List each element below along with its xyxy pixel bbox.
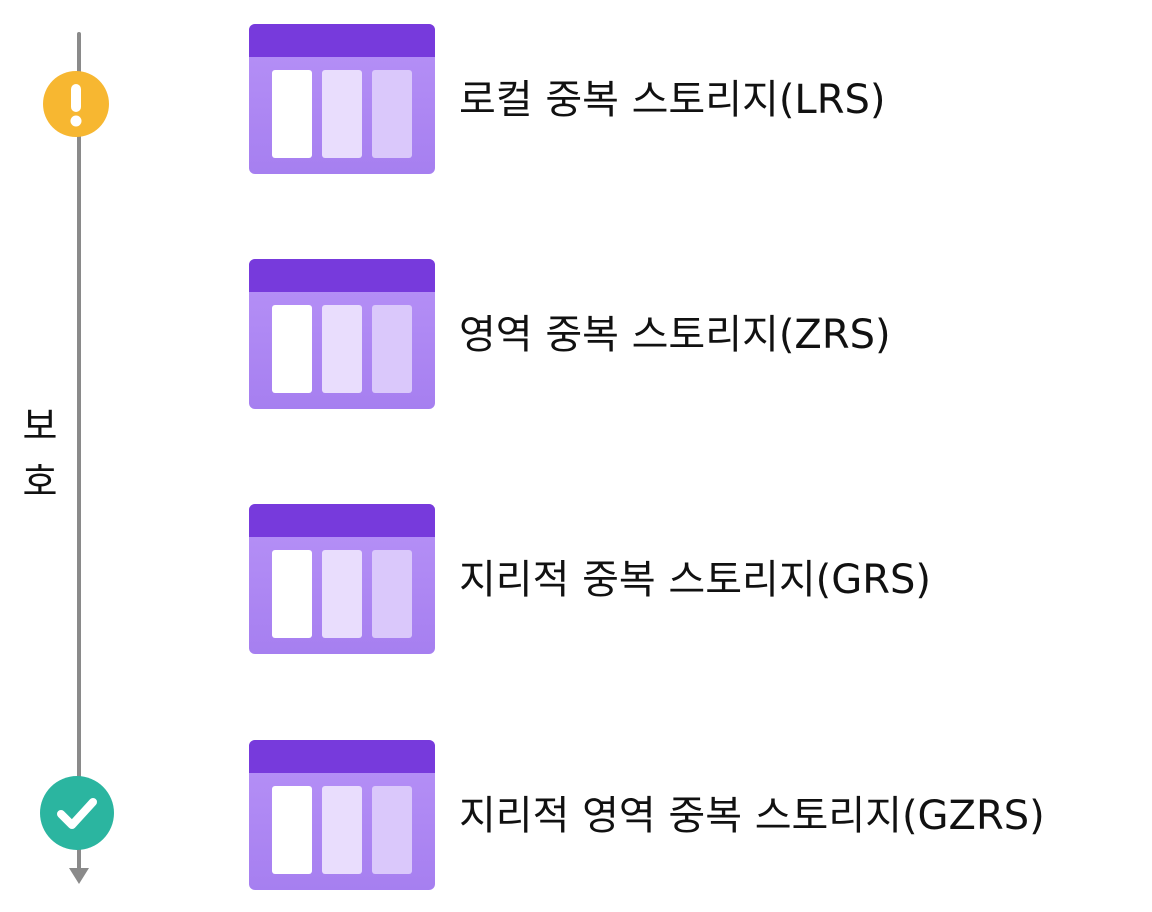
axis-line xyxy=(77,32,81,872)
storage-account-icon xyxy=(249,24,435,174)
tier-grs: 지리적 중복 스토리지(GRS) xyxy=(249,504,1129,654)
tier-label: 로컬 중복 스토리지(LRS) xyxy=(459,77,886,123)
warning-icon xyxy=(43,71,109,137)
storage-account-icon xyxy=(249,504,435,654)
axis-arrow-down-icon xyxy=(69,868,89,884)
storage-account-icon xyxy=(249,259,435,409)
checkmark-icon xyxy=(40,776,114,850)
axis-label-char: 호 xyxy=(22,460,58,504)
tier-lrs: 로컬 중복 스토리지(LRS) xyxy=(249,24,1129,174)
tier-label: 영역 중복 스토리지(ZRS) xyxy=(459,312,891,358)
axis-label-protection: 보 호 xyxy=(14,398,66,510)
tier-gzrs: 지리적 영역 중복 스토리지(GZRS) xyxy=(249,740,1129,890)
tier-label: 지리적 중복 스토리지(GRS) xyxy=(459,557,932,603)
tier-label: 지리적 영역 중복 스토리지(GZRS) xyxy=(459,793,1045,839)
axis-label-char: 보 xyxy=(22,404,58,448)
storage-account-icon xyxy=(249,740,435,890)
tier-zrs: 영역 중복 스토리지(ZRS) xyxy=(249,259,1129,409)
